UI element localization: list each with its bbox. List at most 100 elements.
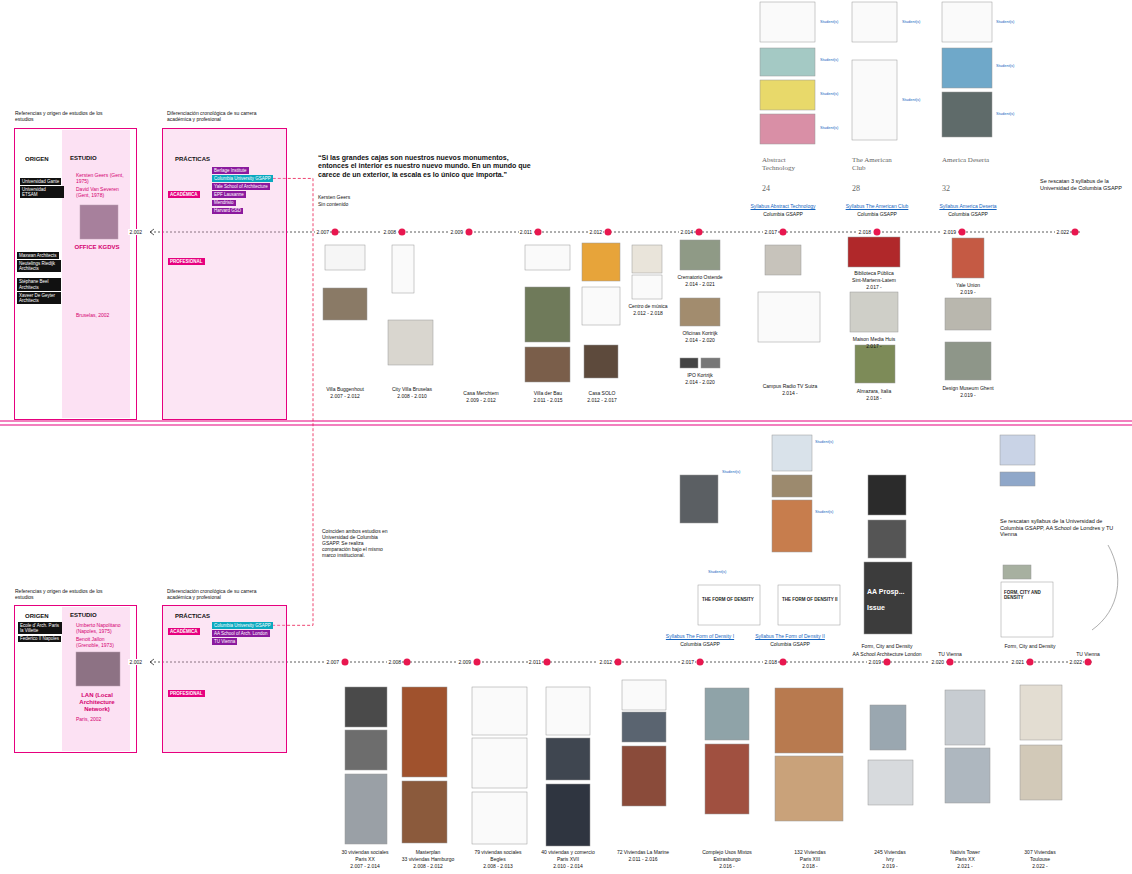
sketch: [760, 2, 815, 42]
timeline-dot: [466, 229, 473, 236]
student-credit: Student(s): [996, 64, 1032, 69]
tag-label: Columbia University GSAPP: [212, 175, 273, 182]
photo: [622, 712, 666, 742]
issue-number: 32: [942, 184, 962, 194]
node-text: ORIGEN: [25, 613, 61, 620]
tag-label: Federico II Napoles: [18, 636, 61, 643]
timeline-dot: [332, 229, 339, 236]
photo: [680, 358, 698, 368]
tag-label: Mendrisio: [212, 200, 236, 207]
project-caption: 2.014 - 2.020: [666, 337, 734, 343]
note-text: TU Vienna: [930, 651, 970, 657]
project-caption: 2.017 -: [840, 284, 908, 290]
tag-label: ACADÉMICA: [168, 628, 200, 635]
project-caption: Begles: [464, 856, 532, 862]
project-caption: 2.014 - 2.020: [666, 379, 734, 385]
student-credit: Student(s): [708, 570, 744, 575]
note-text: Columbia GSAPP: [745, 641, 835, 647]
project-caption: Yale Union: [934, 282, 1002, 288]
student-work: [760, 80, 815, 110]
project-caption: Toulouse: [1006, 856, 1074, 862]
photo: [632, 245, 662, 273]
student-work: [772, 500, 812, 552]
year-label: 2.012: [598, 659, 613, 665]
tag-label: Xaveer De Geyter Architects: [17, 292, 61, 304]
project-caption: Crematorio Ostende: [666, 274, 734, 280]
tag-label: AA School of Arch. London: [212, 630, 270, 637]
node-text: ESTUDIO: [70, 155, 125, 162]
tag-text: Universidad Gante: [22, 179, 59, 184]
project-caption: Biblioteca Pública: [840, 270, 908, 276]
project-caption: 72 Viviendas La Marine: [609, 849, 677, 855]
photo: [945, 690, 985, 745]
timeline-dot: [605, 229, 612, 236]
timeline-dot: [780, 659, 787, 666]
studio-column: ESTUDIOUmberto Napolitano (Napoles, 1975…: [62, 607, 130, 751]
issue-number: 28: [852, 184, 872, 194]
timeline-dot: [947, 659, 954, 666]
photo: [345, 730, 387, 770]
project-caption: Paris XX: [931, 856, 999, 862]
student-credit: Student(s): [996, 112, 1032, 117]
photo: [705, 688, 749, 740]
project-caption: 2.010 - 2.014: [534, 863, 602, 869]
note-text: Coinciden ambos estudios en Universidad …: [322, 528, 392, 558]
timeline-dot: [1027, 659, 1034, 666]
timeline-arrow: [150, 659, 154, 665]
plan-drawing: [582, 287, 620, 325]
project-caption: 245 Viviendas: [856, 849, 924, 855]
sketch: [942, 2, 992, 42]
cover-title: FORM, CITY AND DENSITY: [1004, 590, 1050, 601]
note-text: Columbia GSAPP: [923, 211, 1013, 217]
cover-title: AA Prosp...: [867, 588, 913, 596]
timeline-dot: [697, 659, 704, 666]
tag-text: Columbia University GSAPP: [214, 176, 271, 181]
year-label: 2.007: [315, 229, 330, 235]
project-caption: Paris XIII: [776, 856, 844, 862]
project-caption: 132 Viviendas: [776, 849, 844, 855]
tag-text: Stéphane Beel Architects: [19, 279, 49, 290]
project-caption: City Villa Bruselas: [378, 386, 446, 392]
project-caption: 40 viviendas y comercio: [534, 849, 602, 855]
plan-drawing: [325, 245, 365, 270]
cover-title: America Deserta: [942, 156, 992, 164]
tag-label: Maxwan Architects: [17, 252, 59, 259]
project-caption: Sint-Martens-Latem: [840, 277, 908, 283]
project-caption: 2.018 -: [840, 395, 908, 401]
student-credit: Student(s): [902, 20, 938, 25]
project-caption: 2.008 - 2.013: [464, 863, 532, 869]
tag-label: Berlage Institute: [212, 167, 249, 174]
project-caption: IPO Kortrijk: [666, 372, 734, 378]
photo: [402, 687, 447, 777]
plan-drawing: [525, 245, 570, 270]
student-work: [1000, 435, 1035, 465]
tag-text: EPF Lausanne: [214, 192, 244, 197]
tag-text: Xaveer De Geyter Architects: [19, 293, 55, 304]
photo: [870, 705, 906, 750]
tag-label: Yale School of Architecture: [212, 183, 270, 190]
note-text: TU Vienna: [1068, 651, 1108, 657]
timeline-dot: [780, 229, 787, 236]
timeline-dot: [884, 659, 891, 666]
plan-drawing: [622, 680, 666, 710]
project-caption: Complejo Usos Mixtos: [693, 849, 761, 855]
project-caption: Masterplan: [394, 849, 462, 855]
photo: [345, 774, 387, 844]
node-text: ORIGEN: [25, 156, 61, 163]
tag-text: Harvard GSD: [214, 208, 241, 213]
photo: [1003, 565, 1031, 579]
project-caption: 2.009 - 2.012: [447, 397, 515, 403]
project-caption: Almazara, Italia: [840, 388, 908, 394]
tag-text: Maxwan Architects: [19, 253, 57, 258]
project-caption: Maison Media Huis: [840, 336, 908, 342]
student-work: [942, 92, 992, 137]
note-text: Columbia GSAPP: [738, 211, 828, 217]
syllabus-link: Syllabus Abstract Technology: [738, 203, 828, 209]
photo: [705, 744, 749, 814]
photo: [855, 345, 895, 383]
student-work: [868, 520, 906, 558]
student-credit: Student(s): [815, 440, 851, 445]
year-label: 2.009: [449, 229, 464, 235]
tag-label: Stéphane Beel Architects: [17, 278, 61, 290]
student-credit: Student(s): [902, 98, 938, 103]
